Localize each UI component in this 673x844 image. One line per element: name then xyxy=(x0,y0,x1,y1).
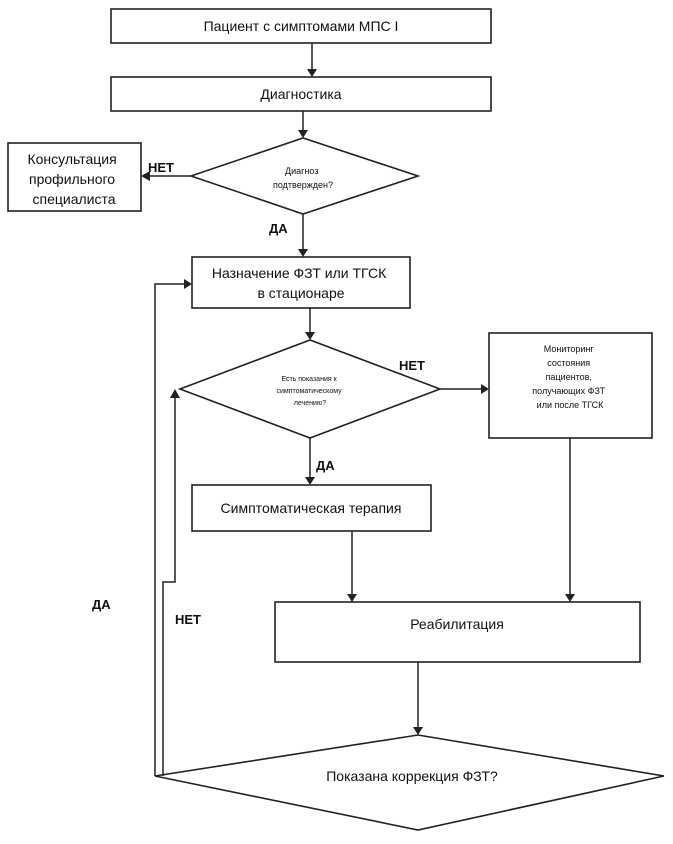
edge-diagnostics-to-decision xyxy=(298,111,308,138)
node-consult: Консультация профильного специалиста xyxy=(7,142,142,212)
label-yes-therapy: ДА xyxy=(316,458,335,473)
decision-correction: Показана коррекция ФЗТ? xyxy=(154,734,665,831)
node-monitoring-line-4: получающих ФЗТ xyxy=(532,386,605,396)
node-prescription-line-1: Назначение ФЗТ или ТГСК xyxy=(212,265,387,281)
node-rehabilitation-label: Реабилитация xyxy=(410,616,504,632)
edge-prescription-to-indication xyxy=(305,308,315,340)
edge-correction-no-loop xyxy=(162,389,180,776)
node-symptomatic-therapy-label: Симптоматическая терапия xyxy=(221,500,402,516)
node-monitoring: Мониторинг состояния пациентов, получающ… xyxy=(488,332,653,439)
edge-decision-to-consult xyxy=(141,171,191,181)
label-no-loop: НЕТ xyxy=(175,612,201,627)
node-diagnostics-label: Диагностика xyxy=(260,86,341,102)
node-rehabilitation: Реабилитация xyxy=(274,601,641,663)
node-prescription-label: Назначение ФЗТ или ТГСК в стационаре xyxy=(212,265,390,301)
edge-indication-to-therapy xyxy=(305,438,315,485)
node-monitoring-line-1: Мониторинг xyxy=(544,344,595,354)
label-no-monitoring: НЕТ xyxy=(399,358,425,373)
node-consult-line-2: профильного xyxy=(29,171,115,187)
decision-diagnosis-line-2: подтвержден? xyxy=(273,180,333,190)
label-yes-prescription: ДА xyxy=(269,221,288,236)
node-monitoring-line-5: или после ТГСК xyxy=(537,400,604,410)
decision-diagnosis-line-1: Диагноз xyxy=(285,166,318,176)
decision-symptomatic-line-3: лечению? xyxy=(294,400,326,407)
node-consult-line-3: специалиста xyxy=(32,191,115,207)
label-no-consult: НЕТ xyxy=(148,160,174,175)
decision-diagnosis-confirmed: Диагноз подтвержден? xyxy=(188,137,421,215)
decision-diagnosis-confirmed-label: Диагноз подтвержден? xyxy=(273,166,333,190)
decision-symptomatic-line-1: Есть показания к xyxy=(281,376,337,383)
node-monitoring-line-3: пациентов, xyxy=(546,372,592,382)
node-prescription-line-2: в стационаре xyxy=(257,285,344,301)
decision-symptomatic-indication: Есть показания к симптоматическому лечен… xyxy=(177,339,443,439)
node-monitoring-line-2: состояния xyxy=(547,358,590,368)
node-symptomatic-therapy: Симптоматическая терапия xyxy=(191,484,432,532)
node-diagnostics: Диагностика xyxy=(110,76,492,112)
decision-symptomatic-line-2: симптоматическому xyxy=(276,388,342,395)
edge-correction-yes-loop xyxy=(154,279,192,776)
edge-therapy-to-rehabilitation xyxy=(347,531,357,602)
edge-rehabilitation-to-correction xyxy=(413,662,423,735)
label-yes-loop: ДА xyxy=(92,597,111,612)
decision-correction-label: Показана коррекция ФЗТ? xyxy=(326,768,498,784)
decision-symptomatic-indication-label: Есть показания к симптоматическому лечен… xyxy=(276,376,343,407)
edge-indication-to-monitoring xyxy=(440,384,489,394)
edge-decision-to-prescription xyxy=(298,214,308,257)
edge-monitoring-to-rehabilitation xyxy=(565,438,575,602)
edge-patient-to-diagnostics xyxy=(307,43,317,77)
node-patient: Пациент с симптомами МПС I xyxy=(110,8,492,44)
node-consult-label: Консультация профильного специалиста xyxy=(27,151,120,207)
node-prescription: Назначение ФЗТ или ТГСК в стационаре xyxy=(191,256,411,309)
node-monitoring-label: Мониторинг состояния пациентов, получающ… xyxy=(532,344,607,410)
node-consult-line-1: Консультация xyxy=(27,151,116,167)
node-patient-label: Пациент с симптомами МПС I xyxy=(204,18,399,34)
